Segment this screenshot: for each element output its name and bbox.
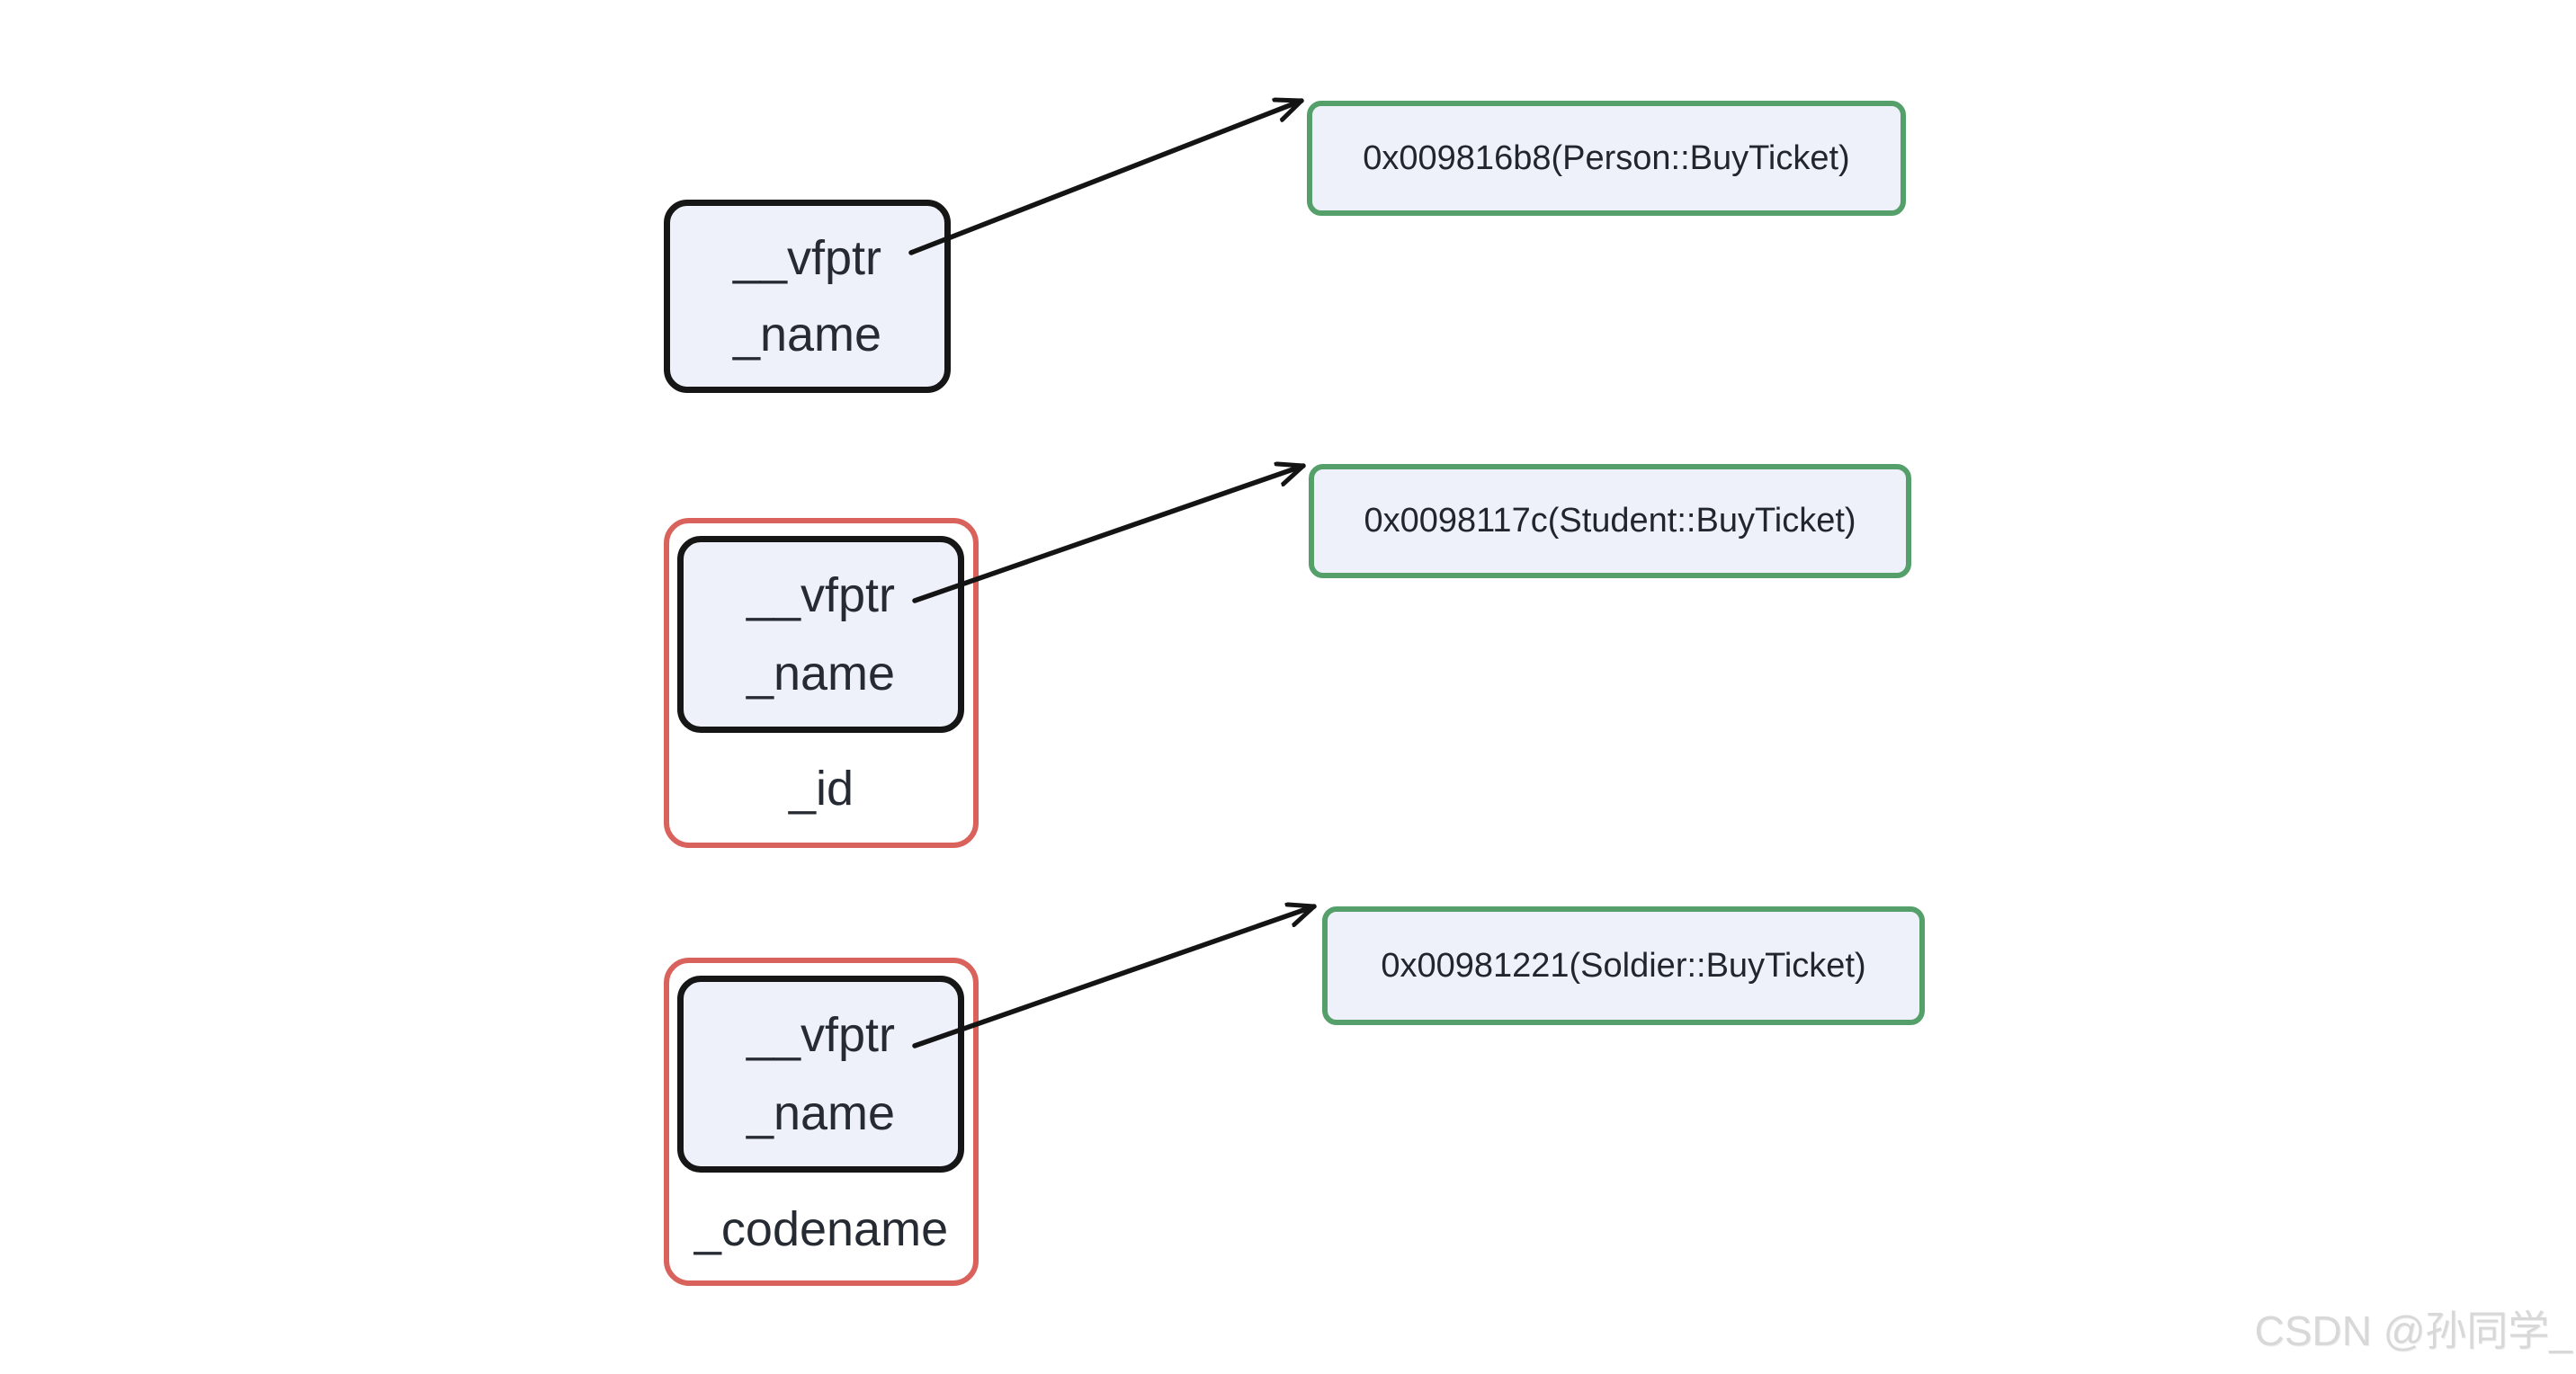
- person-field-vfptr: __vfptr: [732, 231, 882, 285]
- student-vtable-entry-box: 0x0098117c(Student::BuyTicket): [1309, 464, 1911, 578]
- person-vtable-entry-box: 0x009816b8(Person::BuyTicket): [1307, 101, 1906, 216]
- person-vfptr-arrow: [908, 101, 1304, 255]
- person-vtable-entry-text: 0x009816b8(Person::BuyTicket): [1363, 138, 1850, 177]
- student-vtable-entry-text: 0x0098117c(Student::BuyTicket): [1364, 502, 1856, 540]
- student-base-part-box: __vfptr _name: [677, 536, 964, 733]
- soldier-base-part-box: __vfptr _name: [677, 976, 964, 1173]
- soldier-vtable-entry-box: 0x00981221(Soldier::BuyTicket): [1322, 906, 1925, 1025]
- student-field-vfptr: __vfptr: [746, 568, 896, 623]
- soldier-field-name: _name: [746, 1085, 896, 1140]
- soldier-field-codename: _codename: [693, 1202, 949, 1256]
- person-field-name: _name: [732, 308, 882, 361]
- student-field-name: _name: [746, 646, 896, 700]
- soldier-vtable-entry-text: 0x00981221(Soldier::BuyTicket): [1381, 946, 1866, 985]
- soldier-field-vfptr: __vfptr: [746, 1008, 896, 1063]
- student-field-id: _id: [788, 762, 854, 816]
- person-object-box: __vfptr _name: [664, 200, 951, 393]
- csdn-watermark: CSDN @孙同学_: [2254, 1307, 2572, 1354]
